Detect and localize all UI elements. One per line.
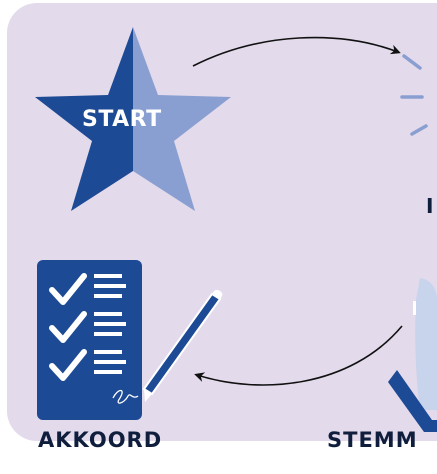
step-label-start: START bbox=[82, 107, 162, 132]
step-label-akkoord: AKKOORD bbox=[38, 428, 163, 452]
step-label-stemm: STEMM bbox=[327, 428, 418, 452]
step-label-idea: I bbox=[426, 194, 434, 218]
arrow-vote-to-agreement bbox=[194, 325, 403, 386]
signed-checklist-icon bbox=[37, 260, 223, 420]
pen-icon bbox=[142, 289, 223, 402]
lightbulb-icon bbox=[400, 54, 428, 136]
ballot-icon bbox=[388, 278, 437, 432]
arrow-start-to-idea bbox=[192, 36, 401, 67]
star-icon bbox=[35, 27, 231, 211]
check-icon bbox=[49, 273, 87, 381]
